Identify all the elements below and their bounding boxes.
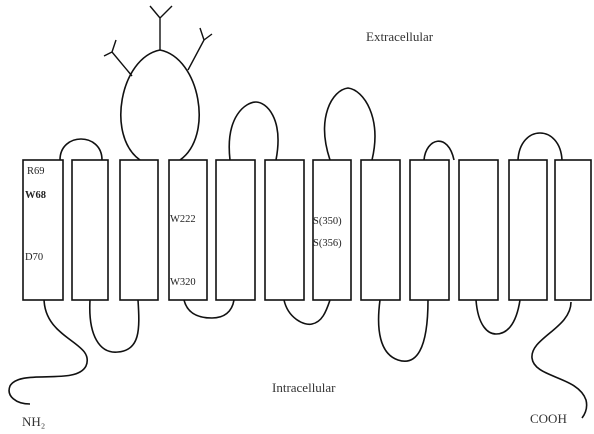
residue-r69: R69 [27, 166, 45, 177]
tm-segment-5 [216, 160, 255, 300]
intracellular-loop-5 [476, 300, 520, 334]
residue-s350: S(350) [313, 216, 342, 227]
tm-segment-10 [459, 160, 498, 300]
residue-d70: D70 [25, 252, 43, 263]
glycosylation-branch-top [150, 6, 172, 50]
intracellular-loop-4 [379, 300, 428, 361]
residue-w222: W222 [170, 214, 196, 225]
tm-segment-7 [313, 160, 351, 300]
tm-segment-1 [23, 160, 63, 300]
residue-w68: W68 [25, 190, 46, 201]
extracellular-loop-6 [518, 133, 562, 160]
extracellular-label: Extracellular [366, 29, 434, 44]
c-terminal-tail [532, 302, 587, 418]
extracellular-loop-1 [60, 139, 102, 160]
transmembrane-segments [23, 160, 591, 300]
n-terminus-label: NH₂ [22, 414, 45, 429]
extracellular-loop-4 [325, 88, 375, 160]
extracellular-loop-5 [424, 141, 454, 160]
residue-w320: W320 [170, 277, 196, 288]
glycosylation-branches [104, 6, 212, 76]
tm-segment-3 [120, 160, 158, 300]
intracellular-loop-2 [184, 300, 234, 318]
glycosylation-branch-right [188, 28, 212, 70]
tm-segment-12 [555, 160, 591, 300]
intracellular-loop-1 [90, 300, 139, 352]
tm-segment-6 [265, 160, 304, 300]
intracellular-loop-3 [284, 300, 330, 324]
tm-segment-8 [361, 160, 400, 300]
tm-segment-11 [509, 160, 547, 300]
extracellular-loop-3 [229, 102, 278, 160]
extracellular-loop-glycosylated [121, 50, 199, 160]
intracellular-label: Intracellular [272, 380, 336, 395]
glycosylation-branch-left [104, 40, 132, 76]
tm-segment-2 [72, 160, 108, 300]
residue-s356: S(356) [313, 238, 342, 249]
c-terminus-label: COOH [530, 411, 567, 426]
n-terminal-tail [9, 298, 87, 404]
tm-segment-9 [410, 160, 449, 300]
